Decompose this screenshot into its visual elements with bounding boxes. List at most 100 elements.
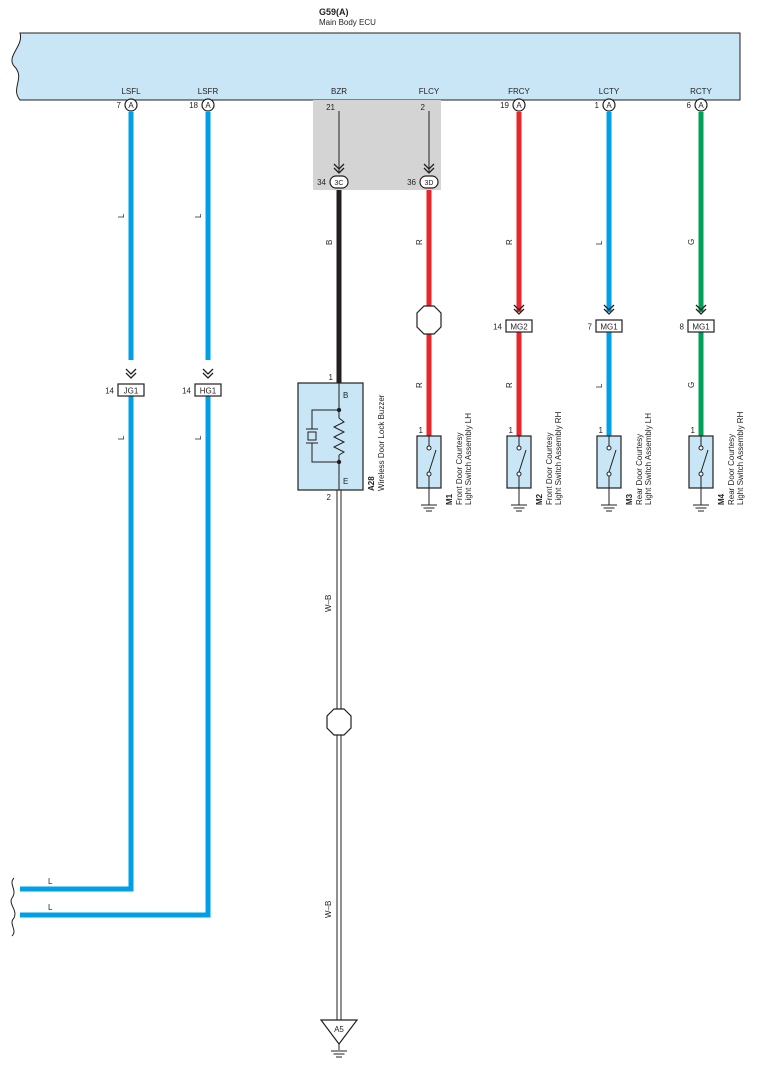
ecu-pin-lsfl: A 7 — [117, 98, 138, 112]
connector-jg1-label: JG1 — [124, 387, 139, 396]
pin-label-flcy: FLCY — [419, 87, 440, 96]
splice-point-flcy — [416, 305, 442, 335]
connector-3c-num: 34 — [317, 178, 326, 187]
connector-jg1-num: 14 — [105, 387, 114, 396]
splice-point-ground — [326, 708, 352, 736]
switch-m1-line1: Front Door Courtesy — [455, 433, 464, 505]
connector-mg1-lcty-label: MG1 — [600, 323, 618, 332]
buzzer-term-b: B — [343, 391, 348, 400]
connector-mg1-lcty: MG1 7 — [588, 304, 623, 333]
pin-num-lsfr: 18 — [189, 101, 198, 110]
switch-m2-line2: Light Switch Assembly RH — [554, 411, 563, 505]
switch-m4-line2: Light Switch Assembly RH — [736, 411, 745, 505]
connector-jg1: JG1 14 — [105, 368, 145, 397]
switch-m3-line2: Light Switch Assembly LH — [644, 413, 653, 505]
ground-label: A5 — [334, 1025, 344, 1034]
wire-label-lcty-lower: L — [595, 383, 604, 388]
switch-m2: 1 M2 Front Door Courtesy Light Switch As… — [506, 411, 563, 512]
buzzer-name: Wireless Door Lock Buzzer — [377, 394, 386, 491]
switch-m1-line2: Light Switch Assembly LH — [464, 413, 473, 505]
junction-box-area — [313, 100, 441, 190]
connector-mg2-num: 14 — [493, 323, 502, 332]
ground-point-a5: A5 — [319, 1019, 359, 1058]
buzzer-term-e: E — [343, 477, 348, 486]
wire-label-ground-upper: W–B — [324, 595, 333, 612]
pin-num-lcty: 1 — [595, 101, 600, 110]
switch-m2-line1: Front Door Courtesy — [545, 433, 554, 505]
switch-m2-pin: 1 — [509, 426, 514, 435]
connector-3d-num: 36 — [407, 178, 416, 187]
buzzer-code: A28 — [367, 476, 376, 491]
connector-hg1-label: HG1 — [200, 387, 217, 396]
pin-label-lsfl: LSFL — [121, 87, 141, 96]
buzzer-pin-out: 2 — [327, 493, 332, 502]
ecu-body — [11, 32, 741, 101]
wire-label-bzr: B — [325, 240, 334, 245]
wire-label-lsfr-upper: L — [194, 213, 203, 218]
wire-label-frcy-upper: R — [505, 239, 514, 245]
pin-num-bzr: 21 — [326, 103, 335, 112]
wire-label-exit-2: L — [48, 903, 53, 912]
wire-label-rcty-lower: G — [687, 382, 696, 388]
connector-mg1-rcty: MG1 8 — [680, 304, 715, 333]
connector-mg2-label: MG2 — [510, 323, 528, 332]
wire-label-rcty-upper: G — [687, 239, 696, 245]
ecu-pin-lsfr: A 18 — [189, 98, 215, 112]
wire-label-lsfl-upper: L — [117, 213, 126, 218]
switch-m4-pin: 1 — [691, 426, 696, 435]
ecu-pin-frcy: A 19 — [500, 98, 526, 112]
pin-conn-rcty: A — [698, 101, 704, 110]
ecu-code: G59(A) — [319, 7, 349, 17]
connector-hg1: HG1 14 — [182, 368, 222, 397]
connector-3c-label: 3C — [335, 180, 344, 187]
pin-num-frcy: 19 — [500, 101, 509, 110]
pin-conn-frcy: A — [516, 101, 522, 110]
switch-m1-code: M1 — [445, 493, 454, 505]
switch-m3-line1: Rear Door Courtesy — [635, 434, 644, 505]
switch-m1: 1 M1 Front Door Courtesy Light Switch As… — [416, 413, 473, 512]
buzzer-body — [297, 382, 364, 491]
pin-conn-lsfr: A — [205, 101, 211, 110]
pin-label-frcy: FRCY — [508, 87, 530, 96]
connector-hg1-num: 14 — [182, 387, 191, 396]
buzzer-pin-in: 1 — [329, 373, 334, 382]
connector-mg2: MG2 14 — [493, 304, 533, 333]
switch-m3-code: M3 — [625, 493, 634, 505]
wire-label-exit-1: L — [48, 877, 53, 886]
connector-mg1-rcty-label: MG1 — [692, 323, 710, 332]
connector-3d-label: 3D — [425, 180, 434, 187]
pin-label-rcty: RCTY — [690, 87, 712, 96]
wire-label-lcty-upper: L — [595, 240, 604, 245]
switch-m4-code: M4 — [717, 493, 726, 505]
pin-label-lcty: LCTY — [599, 87, 620, 96]
wire-lsfl-lower — [20, 396, 134, 892]
switch-m2-code: M2 — [535, 493, 544, 505]
pin-label-bzr: BZR — [331, 87, 347, 96]
wire-lsfr-lower — [20, 396, 211, 918]
switch-m4-line1: Rear Door Courtesy — [727, 434, 736, 505]
wire-label-flcy-lower: R — [415, 382, 424, 388]
buzzer-symbol — [306, 383, 346, 490]
switch-m3-pin: 1 — [599, 426, 604, 435]
wire-label-lsfr-lower: L — [194, 435, 203, 440]
break-mark — [10, 877, 16, 937]
pin-label-lsfr: LSFR — [198, 87, 219, 96]
wire-label-ground-lower: W–B — [324, 901, 333, 918]
connector-mg1-rcty-num: 8 — [680, 323, 685, 332]
wire-label-flcy-upper: R — [415, 239, 424, 245]
pin-num-flcy: 2 — [421, 103, 426, 112]
pin-conn-lcty: A — [606, 101, 612, 110]
pin-conn-lsfl: A — [128, 101, 134, 110]
pin-num-rcty: 6 — [687, 101, 692, 110]
connector-3d: 3D 36 — [407, 163, 439, 189]
ecu-pin-rcty: A 6 — [687, 98, 708, 112]
switch-m3: 1 M3 Rear Door Courtesy Light Switch Ass… — [596, 413, 653, 512]
wire-label-lsfl-lower: L — [117, 435, 126, 440]
ecu-pin-lcty: A 1 — [595, 98, 616, 112]
pin-num-lsfl: 7 — [117, 101, 122, 110]
switch-m4: 1 M4 Rear Door Courtesy Light Switch Ass… — [688, 411, 745, 512]
connector-mg1-lcty-num: 7 — [588, 323, 593, 332]
buzzer-a28: 1 B E 2 A28 Wireless Door Lock Buzzer — [297, 373, 386, 502]
ecu-name: Main Body ECU — [319, 18, 376, 27]
